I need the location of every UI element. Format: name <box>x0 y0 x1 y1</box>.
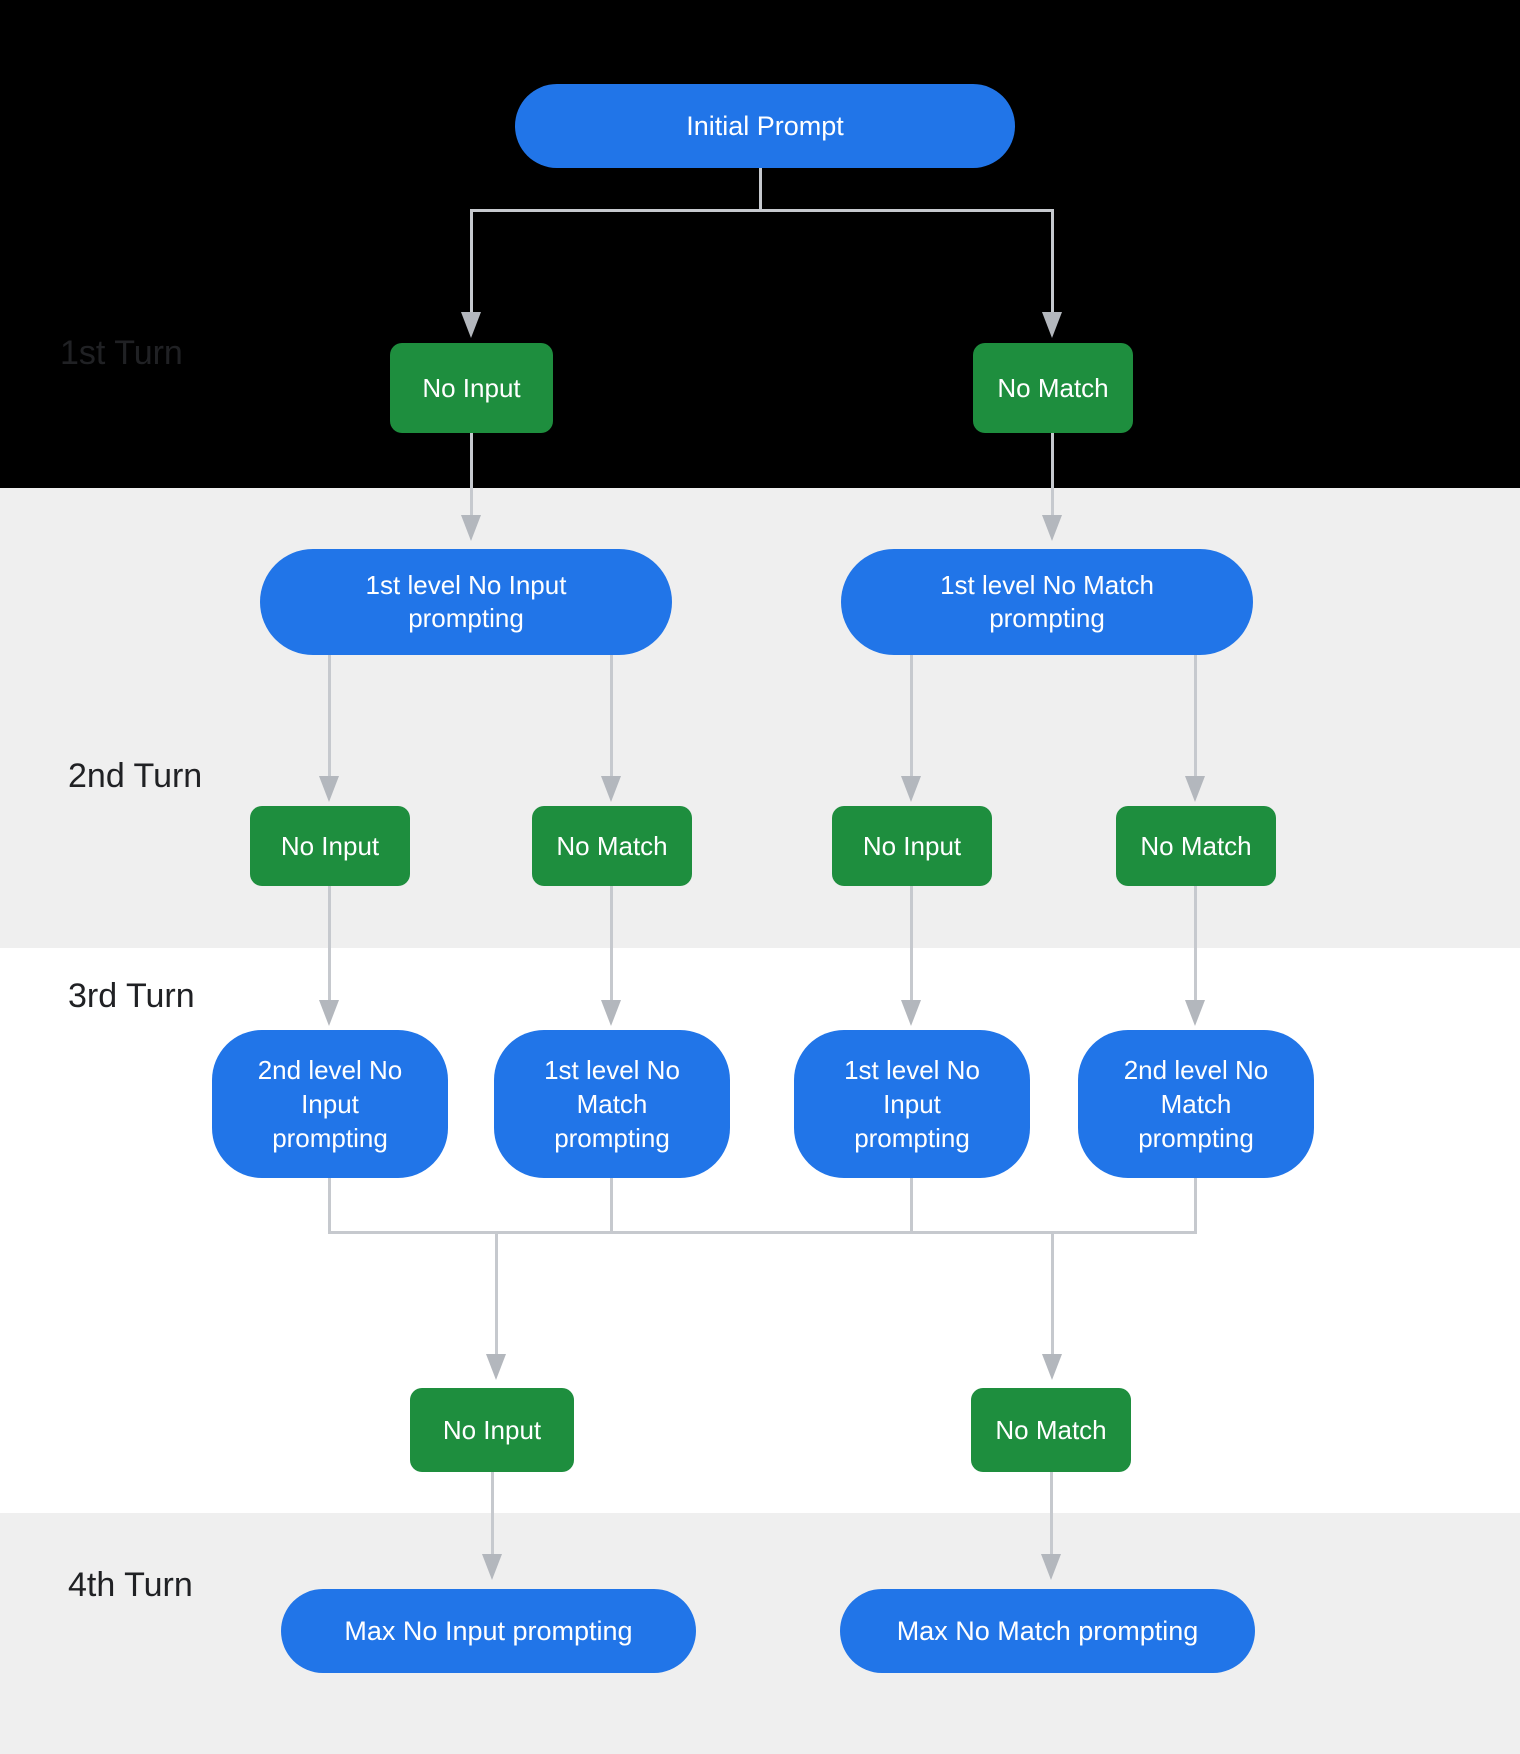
node-turn2-no-match-1: No Match <box>532 806 692 886</box>
connector-turn2-4-down <box>1194 886 1197 1002</box>
connector-turn3-no-match-down <box>1050 1472 1053 1556</box>
arrowhead-turn1-no-match <box>1042 312 1062 338</box>
node-level2-2nd-no-input-prompting: 2nd level No Input prompting <box>212 1030 448 1178</box>
connector-level1b-to-turn2-4 <box>1194 655 1197 777</box>
connector-level1b-to-turn2-3 <box>910 655 913 777</box>
node-level1-no-input-prompting: 1st level No Input prompting <box>260 549 672 655</box>
band-turn2-bg <box>0 488 1520 948</box>
node-level2-2nd-no-match-prompting: 2nd level No Match prompting <box>1078 1030 1314 1178</box>
arrowhead-turn2-1 <box>319 776 339 802</box>
connector-merge-to-turn3-no-input <box>495 1231 498 1356</box>
connector-level2-3-merge <box>910 1178 913 1234</box>
arrowhead-level2-3 <box>901 1000 921 1026</box>
node-initial-prompt: Initial Prompt <box>515 84 1015 168</box>
node-turn1-no-match: No Match <box>973 343 1133 433</box>
band-turn1-bg <box>0 0 1520 488</box>
node-max-no-input-prompting: Max No Input prompting <box>281 1589 696 1673</box>
arrowhead-turn1-no-input <box>461 312 481 338</box>
node-level2-1st-no-match-prompting: 1st level No Match prompting <box>494 1030 730 1178</box>
node-max-no-match-prompting: Max No Match prompting <box>840 1589 1255 1673</box>
node-level2-1st-no-input-prompting: 1st level No Input prompting <box>794 1030 1030 1178</box>
arrowhead-turn2-2 <box>601 776 621 802</box>
arrowhead-level1-no-match <box>1042 515 1062 541</box>
arrowhead-level1-no-input <box>461 515 481 541</box>
connector-turn2-2-down <box>610 886 613 1002</box>
arrowhead-level2-2 <box>601 1000 621 1026</box>
node-label: No Match <box>1140 830 1252 861</box>
connector-turn2-1-down <box>328 886 331 1002</box>
arrowhead-turn2-4 <box>1185 776 1205 802</box>
node-turn2-no-input-2: No Input <box>832 806 992 886</box>
connector-level2-4-merge <box>1194 1178 1197 1234</box>
node-label: No Input <box>862 830 962 861</box>
connector-level2-1-merge <box>328 1178 331 1234</box>
node-label: No Match <box>997 372 1109 403</box>
connector-turn1-no-match-down <box>1051 433 1054 517</box>
node-label: 2nd level No Match prompting <box>1123 1055 1269 1153</box>
turn-label-2: 2nd Turn <box>68 757 203 795</box>
node-label: 1st level No Input prompting <box>844 1055 980 1153</box>
node-label: Initial Prompt <box>686 110 844 141</box>
node-turn1-no-input: No Input <box>390 343 553 433</box>
connector-turn1-no-input-down <box>470 433 473 517</box>
node-label: Max No Input prompting <box>344 1615 633 1646</box>
node-turn3-no-input: No Input <box>410 1388 574 1472</box>
node-label: No Input <box>422 372 521 403</box>
node-label: No Match <box>995 1414 1107 1445</box>
node-label: No Input <box>280 830 380 861</box>
connector-merge-to-turn3-no-match <box>1051 1231 1054 1356</box>
node-label: 2nd level No Input prompting <box>257 1055 403 1153</box>
node-label: Max No Match prompting <box>896 1615 1199 1646</box>
turn-label-1: 1st Turn <box>60 334 183 372</box>
connector-initial-stub <box>759 168 762 211</box>
connector-initial-split <box>470 209 1054 212</box>
node-label: 1st level No Input prompting <box>365 570 567 633</box>
node-level1-no-match-prompting: 1st level No Match prompting <box>841 549 1253 655</box>
node-label: No Match <box>556 830 668 861</box>
turn-label-3: 3rd Turn <box>68 977 195 1015</box>
arrowhead-level2-4 <box>1185 1000 1205 1026</box>
node-label: 1st level No Match prompting <box>544 1055 680 1153</box>
node-label: No Input <box>442 1414 542 1445</box>
arrowhead-level2-1 <box>319 1000 339 1026</box>
arrowhead-turn2-3 <box>901 776 921 802</box>
node-turn2-no-match-2: No Match <box>1116 806 1276 886</box>
connector-level1a-to-turn2-2 <box>610 655 613 777</box>
connector-initial-to-no-match <box>1051 209 1054 314</box>
arrowhead-turn3-no-match <box>1042 1354 1062 1380</box>
connector-level1a-to-turn2-1 <box>328 655 331 777</box>
connector-level2-2-merge <box>610 1178 613 1234</box>
connector-merge-bar <box>328 1231 1197 1234</box>
node-label: 1st level No Match prompting <box>940 570 1154 633</box>
arrowhead-max-no-match <box>1041 1554 1061 1580</box>
connector-initial-to-no-input <box>470 209 473 314</box>
arrowhead-turn3-no-input <box>486 1354 506 1380</box>
node-turn2-no-input-1: No Input <box>250 806 410 886</box>
connector-turn3-no-input-down <box>491 1472 494 1556</box>
arrowhead-max-no-input <box>482 1554 502 1580</box>
node-turn3-no-match: No Match <box>971 1388 1131 1472</box>
connector-turn2-3-down <box>910 886 913 1002</box>
band-turn4-bg <box>0 1513 1520 1754</box>
turn-label-4: 4th Turn <box>68 1566 193 1604</box>
